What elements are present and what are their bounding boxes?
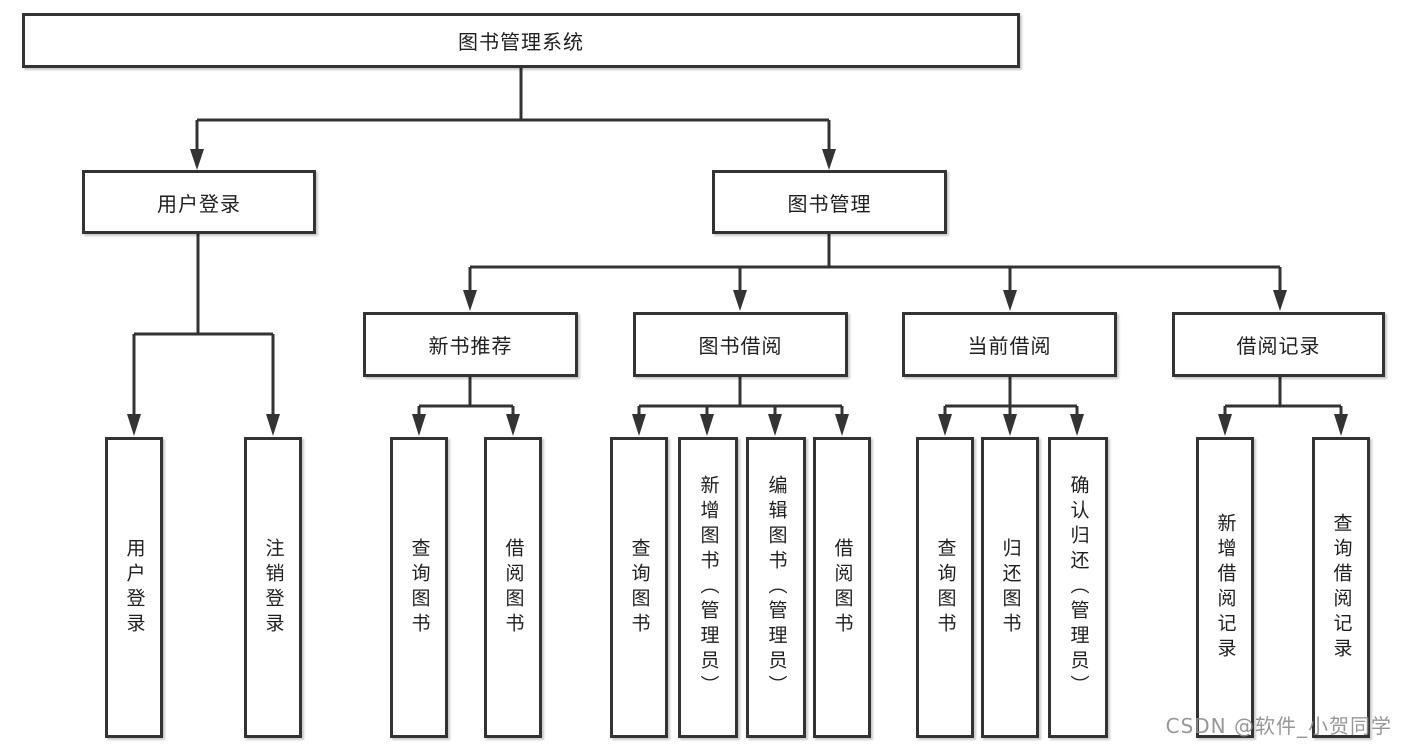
node-label: 编辑图书（管理员） (765, 475, 788, 700)
arrowheads (127, 149, 1348, 436)
node-label: 图书借阅 (698, 334, 783, 358)
node-user-login: 用户登录 (82, 170, 316, 234)
node-label: 新书推荐 (428, 334, 513, 358)
leaf-query-book-recommend: 查询图书 (390, 437, 448, 738)
leaf-query-book-borrowing: 查询图书 (610, 437, 668, 738)
node-label: 借阅图书 (502, 537, 525, 638)
node-label: 查询图书 (408, 537, 431, 638)
node-label: 查询图书 (934, 537, 957, 638)
leaf-logout: 注销登录 (244, 437, 302, 738)
node-label: 注销登录 (262, 537, 285, 638)
node-new-book-recommend: 新书推荐 (363, 312, 578, 377)
leaf-add-borrow-record: 新增借阅记录 (1196, 437, 1254, 738)
leaf-edit-book-admin: 编辑图书（管理员） (746, 437, 806, 738)
node-book-management: 图书管理 (712, 170, 947, 234)
node-label: 新增图书（管理员） (697, 475, 720, 700)
node-borrowing-records: 借阅记录 (1172, 312, 1385, 377)
node-label: 归还图书 (999, 537, 1022, 638)
node-label: 查询借阅记录 (1330, 512, 1353, 663)
node-label: 借阅记录 (1236, 334, 1321, 358)
node-label: 图书管理系统 (458, 30, 584, 54)
leaf-query-borrow-record: 查询借阅记录 (1312, 437, 1370, 738)
leaf-return-book: 归还图书 (981, 437, 1039, 738)
leaf-borrow-book: 借阅图书 (813, 437, 871, 738)
csdn-watermark: CSDN @软件_小贺同学 (1165, 714, 1392, 738)
node-label: 查询图书 (628, 537, 651, 638)
node-label: 用户登录 (123, 537, 146, 638)
node-label: 用户登录 (157, 191, 241, 216)
node-label: 确认归还（管理员） (1067, 475, 1090, 700)
leaf-confirm-return-admin: 确认归还（管理员） (1048, 437, 1108, 738)
leaf-add-book-admin: 新增图书（管理员） (678, 437, 738, 738)
node-label: 借阅图书 (831, 537, 854, 638)
leaf-borrow-book-recommend: 借阅图书 (484, 437, 542, 738)
leaf-query-book-current: 查询图书 (916, 437, 974, 738)
node-label: 新增借阅记录 (1214, 512, 1237, 663)
node-label: 图书管理 (787, 191, 872, 216)
node-book-borrowing: 图书借阅 (633, 312, 848, 377)
leaf-user-login: 用户登录 (105, 437, 163, 738)
node-current-borrowing: 当前借阅 (902, 312, 1117, 377)
node-label: 当前借阅 (967, 334, 1052, 358)
node-library-system: 图书管理系统 (22, 13, 1020, 68)
